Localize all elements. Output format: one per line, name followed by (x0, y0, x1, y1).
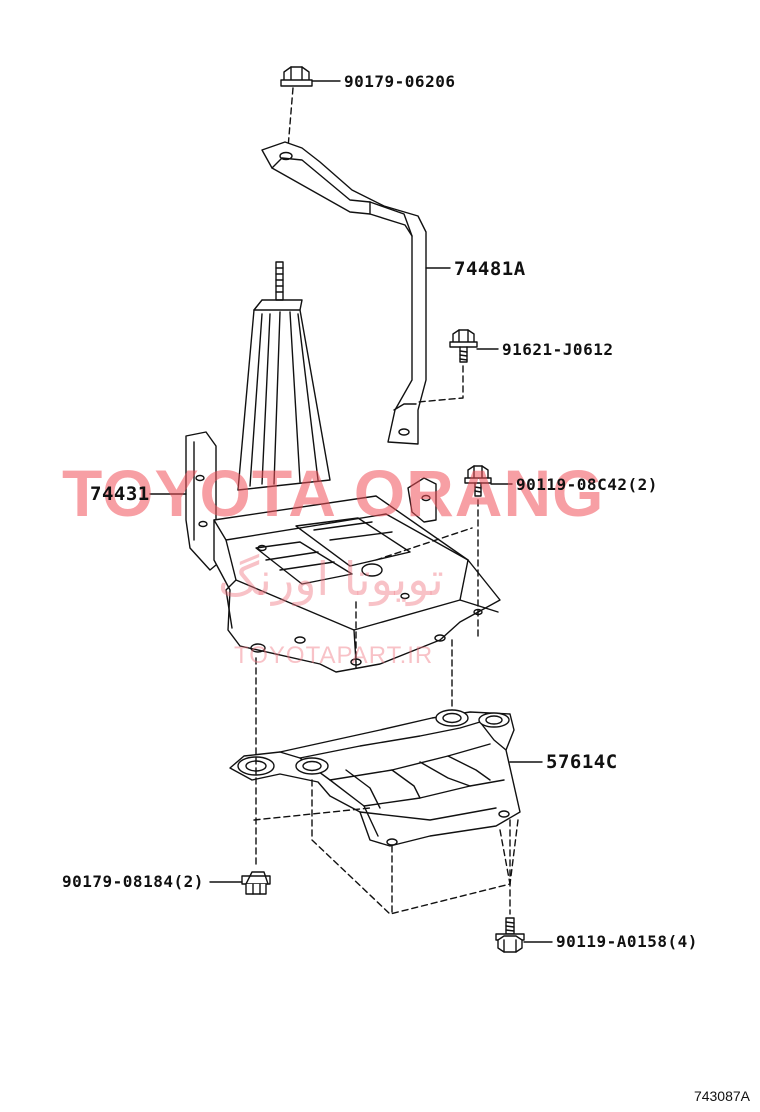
label-bolt-bottom: 90119-A0158(4) (556, 932, 698, 951)
watermark-url: TOYOTAPART.IR (234, 642, 434, 669)
hidden-line-bolt-clamp (417, 365, 464, 403)
bolt-tray-icon (464, 465, 492, 497)
battery-tray (185, 299, 501, 673)
label-tray: 74431 (90, 483, 150, 505)
label-nut-top: 90179-06206 (344, 72, 456, 91)
battery-clamp (261, 141, 427, 445)
hidden-lines-cover (253, 657, 519, 915)
label-bolt-clamp: 91621-J0612 (502, 340, 614, 359)
label-cover: 57614C (546, 751, 618, 773)
under-cover (229, 709, 521, 847)
hold-down-rod (275, 261, 284, 301)
nut-bottom-icon (241, 871, 271, 895)
watermark-main: TOYOTA ORANG (62, 456, 605, 530)
bolt-bottom-icon (495, 917, 525, 953)
label-clamp: 74481A (454, 258, 526, 280)
hidden-line-nut-top (287, 87, 294, 149)
watermark-arabic: تويوتا اورنگ (218, 552, 444, 606)
bolt-clamp-icon (449, 329, 478, 363)
label-bolt-tray: 90119-08C42(2) (516, 475, 658, 494)
label-nut-bottom: 90179-08184(2) (62, 872, 204, 891)
nut-top-icon (280, 66, 313, 87)
hidden-lines-tray (355, 527, 473, 713)
figure-code: 743087A (693, 1088, 750, 1104)
